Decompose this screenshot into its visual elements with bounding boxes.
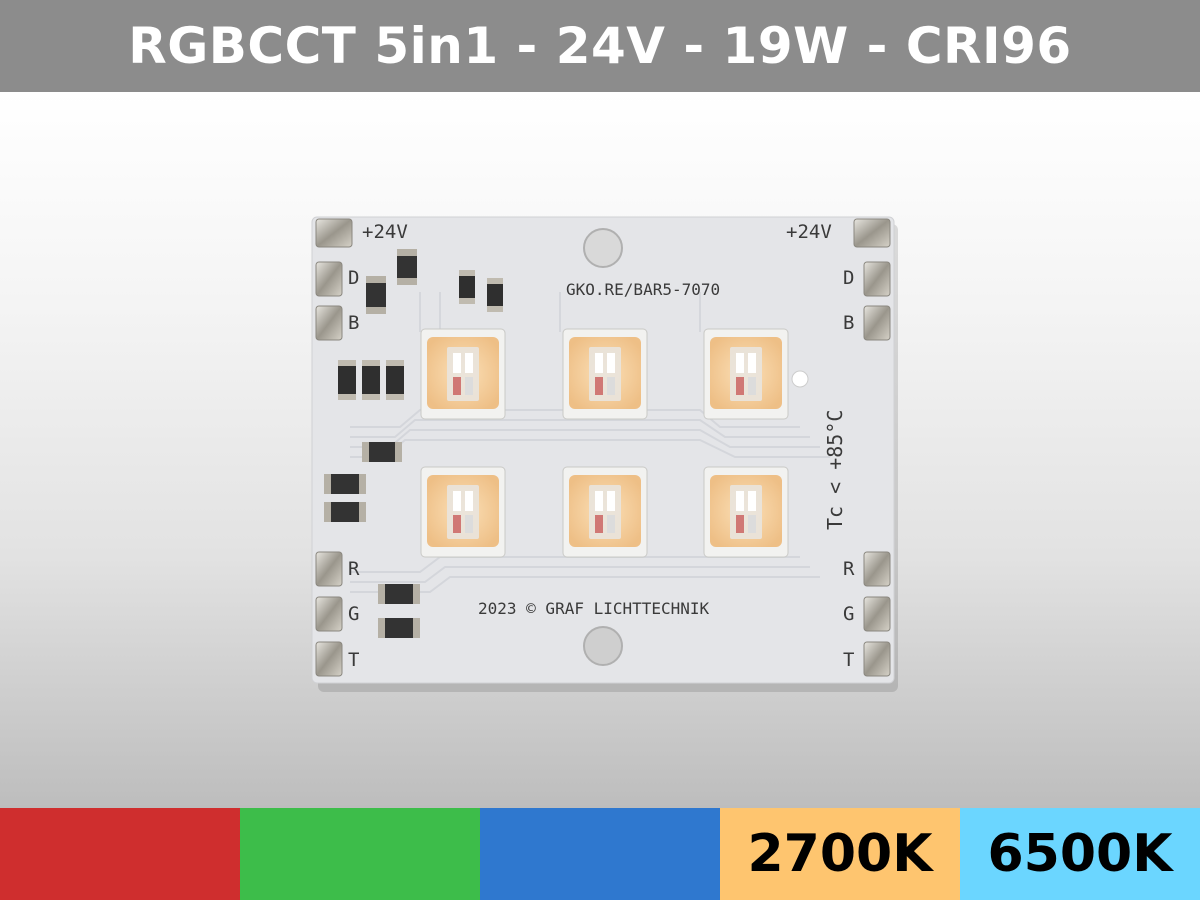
pad-label-left: B [348, 312, 359, 334]
label-24v-right: +24V [786, 221, 832, 243]
mounting-hole-top [583, 228, 623, 268]
pad-label-left: G [348, 603, 359, 625]
pad-label-left: R [348, 558, 360, 580]
page-title: RGBCCT 5in1 - 24V - 19W - CRI96 [0, 0, 1200, 92]
temperature-label: Tc < +85°C [823, 410, 847, 530]
product-photo: +24V +24V D B R G T D B R G T GKO.RE/BAR… [0, 92, 1200, 808]
swatch-green [240, 808, 480, 900]
pad-label-right: D [843, 267, 854, 289]
part-number-label: GKO.RE/BAR5-7070 [566, 280, 720, 299]
mounting-hole-bottom [583, 626, 623, 666]
copyright-label: 2023 © GRAF LICHTTECHNIK [478, 599, 710, 618]
color-strip: 2700K 6500K [0, 808, 1200, 900]
smd-components [324, 249, 503, 638]
pad-label-right: G [843, 603, 854, 625]
led-chips [420, 328, 789, 558]
label-24v-left: +24V [362, 221, 408, 243]
led-board-image: +24V +24V D B R G T D B R G T GKO.RE/BAR… [311, 216, 898, 692]
swatch-2700k: 2700K [720, 808, 960, 900]
pad-label-right: B [843, 312, 854, 334]
pad-label-left: D [348, 267, 359, 289]
pad-label-right: R [843, 558, 855, 580]
swatch-blue [480, 808, 720, 900]
pad-label-left: T [348, 649, 359, 671]
right-solder-pads [853, 218, 891, 677]
pad-label-right: T [843, 649, 854, 671]
swatch-red [0, 808, 240, 900]
swatch-6500k: 6500K [960, 808, 1200, 900]
left-solder-pads [315, 218, 353, 677]
